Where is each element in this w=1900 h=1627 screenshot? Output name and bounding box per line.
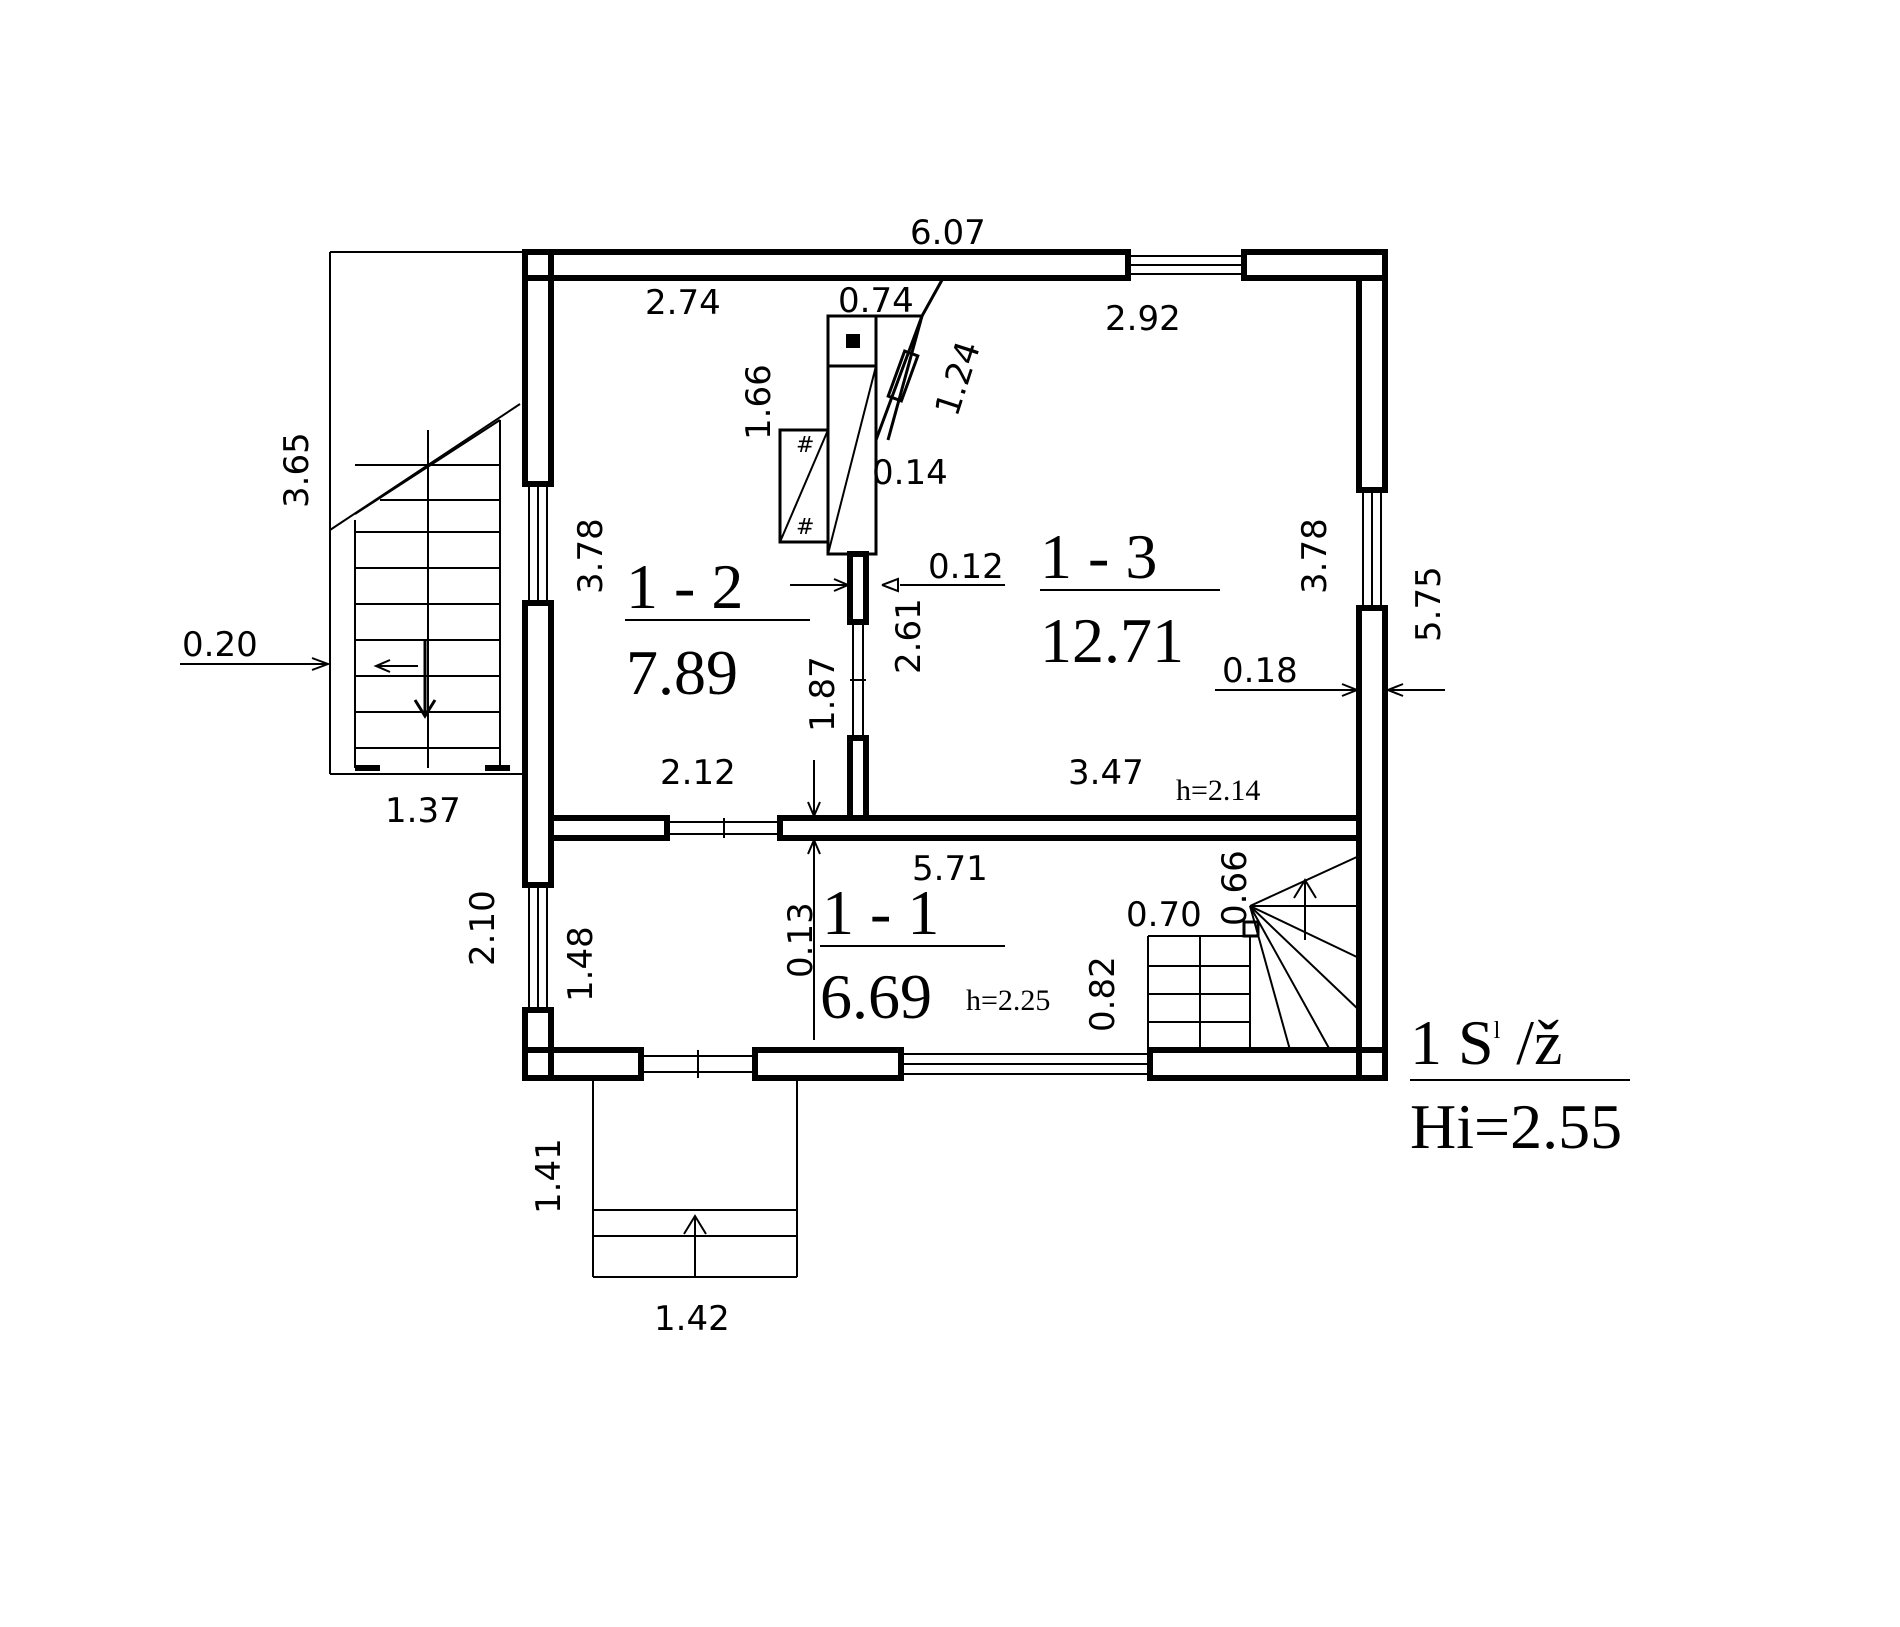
room-1-3-area: 12.71 [1040,605,1184,676]
dim-2-74: 2.74 [645,283,721,323]
room-labels: 1 - 2 7.89 1 - 3 12.71 h=2.14 1 - 1 6.69… [626,521,1260,1032]
window-left-lower [528,885,548,1010]
dim-2-10: 2.10 [463,890,503,966]
room-1-3-label: 1 - 3 [1040,521,1157,592]
dim-0-74: 0.74 [838,281,914,321]
dim-3-78-left: 3.78 [571,518,611,594]
dimension-lines [180,577,1630,1081]
door-corridor [667,818,780,838]
dim-1-42: 1.42 [654,1299,730,1339]
dim-3-47: 3.47 [1068,753,1144,793]
inner-stair [1147,855,1360,1051]
room-1-1-area: 6.69 [820,961,932,1032]
stove-mark-top: # [796,433,814,458]
room-1-1-label: 1 - 1 [822,877,939,948]
entrance-steps [592,1078,798,1278]
dim-6-07: 6.07 [910,213,986,253]
dim-5-71: 5.71 [912,849,988,889]
room-1-2-label: 1 - 2 [626,551,743,622]
stove-mark-bottom: # [796,515,814,540]
dim-0-20: 0.20 [182,625,258,665]
dim-1-24: 1.24 [928,336,989,420]
dim-3-65: 3.65 [277,432,317,508]
dim-1-87: 1.87 [803,656,843,732]
legend-line-2: Hi=2.55 [1410,1091,1622,1162]
dim-1-48: 1.48 [561,926,601,1002]
dim-0-12: 0.12 [928,547,1004,587]
window-left-upper [528,484,548,603]
dim-2-61: 2.61 [889,598,929,674]
dim-0-70: 0.70 [1126,895,1202,935]
door-bottom [641,1050,755,1078]
dim-3-78-right: 3.78 [1295,518,1335,594]
window-bottom [901,1053,1150,1075]
floor-legend: 1 Sl /ž Hi=2.55 [1410,1007,1622,1162]
left-stair [329,251,525,775]
room-1-3-height: h=2.14 [1176,774,1260,807]
dim-0-82: 0.82 [1083,956,1123,1032]
dim-0-14: 0.14 [872,453,948,493]
dim-0-66: 0.66 [1215,850,1255,926]
legend-line-1: 1 Sl /ž [1410,1007,1562,1078]
window-right [1362,490,1382,608]
dim-1-37: 1.37 [385,791,461,831]
chimney-stove: # # [778,279,944,556]
dimension-texts: 6.07 2.74 0.74 2.92 1.24 1.66 0.14 3.65 … [182,213,1449,1339]
dim-5-75: 5.75 [1409,566,1449,642]
window-top [1128,255,1244,275]
dim-1-41: 1.41 [529,1138,569,1214]
dim-2-92: 2.92 [1105,299,1181,339]
room-1-2-area: 7.89 [626,637,738,708]
dim-2-12: 2.12 [660,753,736,793]
dim-0-18: 0.18 [1222,651,1298,691]
room-1-1-height: h=2.25 [966,984,1050,1017]
dim-0-13: 0.13 [781,902,821,978]
dim-1-66: 1.66 [739,364,779,440]
door-between-rooms [850,622,866,738]
outer-walls [522,249,1388,1081]
